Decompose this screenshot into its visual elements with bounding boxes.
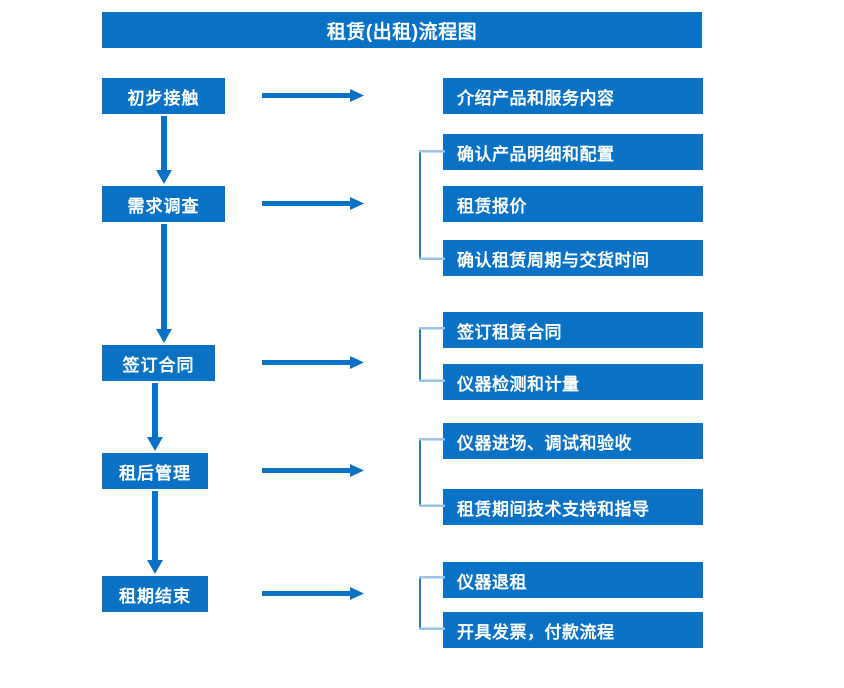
group-bracket-3 — [419, 438, 445, 507]
detail-box-label: 确认租赁周期与交货时间 — [457, 250, 650, 270]
horizontal-arrow-4 — [262, 462, 364, 480]
detail-box-label: 签订租赁合同 — [457, 322, 562, 342]
group-bracket-2 — [419, 327, 445, 382]
stage-box-5[interactable]: 租期结束 — [102, 576, 208, 612]
horizontal-arrow-5 — [262, 585, 364, 603]
horizontal-arrow-2 — [262, 195, 364, 213]
detail-box-5[interactable]: 签订租赁合同 — [443, 312, 703, 348]
group-bracket-1 — [419, 150, 445, 260]
detail-box-label: 租赁期间技术支持和指导 — [457, 499, 650, 519]
vertical-arrow-3 — [146, 383, 164, 451]
stage-box-4[interactable]: 租后管理 — [102, 453, 208, 489]
horizontal-arrow-3 — [262, 354, 364, 372]
detail-box-8[interactable]: 租赁期间技术支持和指导 — [443, 489, 703, 525]
detail-box-label: 仪器检测和计量 — [457, 374, 580, 394]
detail-box-10[interactable]: 开具发票，付款流程 — [443, 612, 703, 648]
detail-box-4[interactable]: 确认租赁周期与交货时间 — [443, 240, 703, 276]
detail-box-6[interactable]: 仪器检测和计量 — [443, 364, 703, 400]
stage-box-2[interactable]: 需求调查 — [102, 186, 225, 222]
group-bracket-4 — [419, 576, 445, 630]
stage-box-1[interactable]: 初步接触 — [102, 78, 225, 114]
vertical-arrow-4 — [146, 491, 164, 574]
horizontal-arrow-1 — [262, 87, 364, 105]
detail-box-label: 开具发票，付款流程 — [457, 622, 615, 642]
detail-box-label: 仪器退租 — [457, 572, 527, 592]
vertical-arrow-1 — [155, 116, 173, 184]
detail-box-label: 租赁报价 — [457, 196, 527, 216]
stage-box-label: 租后管理 — [119, 463, 191, 483]
detail-box-9[interactable]: 仪器退租 — [443, 562, 703, 598]
stage-box-label: 租期结束 — [119, 586, 191, 606]
detail-box-label: 确认产品明细和配置 — [457, 144, 615, 164]
page-title: 租赁(出租)流程图 — [102, 12, 702, 48]
detail-box-1[interactable]: 介绍产品和服务内容 — [443, 78, 703, 114]
detail-box-label: 介绍产品和服务内容 — [457, 88, 615, 108]
stage-box-3[interactable]: 签订合同 — [102, 345, 215, 381]
stage-box-label: 初步接触 — [127, 88, 200, 108]
detail-box-label: 仪器进场、调试和验收 — [457, 433, 632, 453]
detail-box-2[interactable]: 确认产品明细和配置 — [443, 134, 703, 170]
vertical-arrow-2 — [155, 224, 173, 343]
detail-box-3[interactable]: 租赁报价 — [443, 186, 703, 222]
stage-box-label: 需求调查 — [127, 196, 200, 216]
detail-box-7[interactable]: 仪器进场、调试和验收 — [443, 423, 703, 459]
stage-box-label: 签订合同 — [122, 355, 195, 375]
